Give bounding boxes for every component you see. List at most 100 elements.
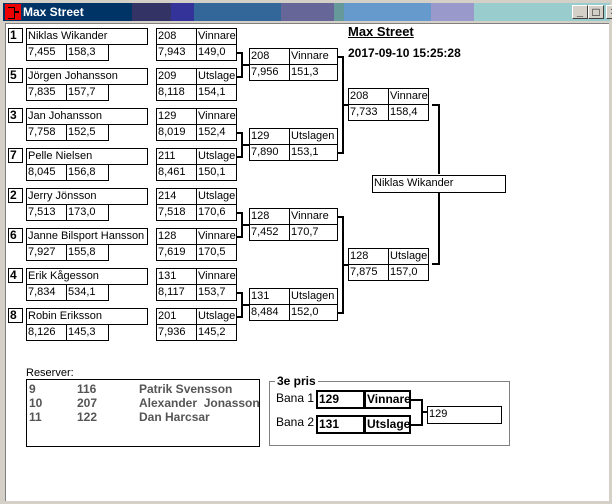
maximize-button[interactable]: □ <box>588 5 604 19</box>
seed-badge: 6 <box>8 228 23 243</box>
speed: 157,0 <box>388 264 429 281</box>
lane-1-number[interactable]: 129 <box>316 390 365 409</box>
elapsed-time: 7,943 <box>156 44 197 61</box>
speed: 158,4 <box>388 104 429 121</box>
reaction-time: 7,927 <box>26 244 67 261</box>
elapsed-time: 7,733 <box>348 104 389 121</box>
heat-result: Vinnare <box>196 228 237 245</box>
driver-name[interactable]: Erik Kågesson <box>26 268 148 285</box>
elapsed-time: 7,452 <box>249 224 290 241</box>
connector-line <box>438 192 440 264</box>
seed-badge: 4 <box>8 268 23 283</box>
lane-2-number[interactable]: 131 <box>316 415 365 434</box>
car-number[interactable]: 131 <box>156 268 197 285</box>
seed-badge: 8 <box>8 308 23 323</box>
car-number[interactable]: 129 <box>156 108 197 125</box>
seed-badge: 3 <box>8 108 23 123</box>
elapsed-time: 7,619 <box>156 244 197 261</box>
speed: 152,4 <box>196 124 237 141</box>
car-number[interactable]: 209 <box>156 68 197 85</box>
connector-line <box>237 156 243 158</box>
speed: 154,1 <box>196 84 237 101</box>
speed: 149,0 <box>196 44 237 61</box>
car-number[interactable]: 129 <box>249 128 290 145</box>
car-number[interactable]: 131 <box>249 288 290 305</box>
elapsed-time: 8,118 <box>156 84 197 101</box>
reserve-pos: 10 <box>29 396 43 410</box>
elapsed-time: 8,461 <box>156 164 197 181</box>
connector-line <box>411 424 423 426</box>
seed-badge: 1 <box>8 28 23 43</box>
reserve-number: 207 <box>77 396 98 410</box>
connector-line <box>237 292 243 294</box>
driver-name[interactable]: Robin Eriksson <box>26 308 148 325</box>
car-number[interactable]: 208 <box>156 28 197 45</box>
connector-line <box>237 76 243 78</box>
title-bar[interactable]: Max Street _ □ × <box>3 3 612 21</box>
connector-line <box>342 104 348 106</box>
elapsed-time: 8,484 <box>249 304 290 321</box>
car-number[interactable]: 208 <box>348 88 389 105</box>
car-number[interactable]: 128 <box>249 208 290 225</box>
car-number[interactable]: 208 <box>249 48 290 65</box>
driver-name[interactable]: Pelle Nielsen <box>26 148 148 165</box>
speed: 152,5 <box>66 124 109 141</box>
reaction-time: 8,126 <box>26 324 67 341</box>
driver-name[interactable]: Jerry Jönsson <box>26 188 148 205</box>
car-number[interactable]: 214 <box>156 188 197 205</box>
speed: 152,0 <box>289 304 338 321</box>
elapsed-time: 7,518 <box>156 204 197 221</box>
app-icon[interactable] <box>5 4 21 20</box>
close-button[interactable]: × <box>606 5 612 19</box>
driver-name[interactable]: Niklas Wikander <box>26 28 148 45</box>
driver-name[interactable]: Jörgen Johansson <box>26 68 148 85</box>
car-number[interactable]: 211 <box>156 148 197 165</box>
car-number[interactable]: 128 <box>156 228 197 245</box>
connector-line <box>338 152 344 154</box>
reserve-number: 122 <box>77 410 98 424</box>
speed: 170,5 <box>196 244 237 261</box>
heat-result: Utslagen <box>196 308 237 325</box>
speed: 170,7 <box>289 224 338 241</box>
seed-badge: 2 <box>8 188 23 203</box>
minimize-button[interactable]: _ <box>572 5 588 19</box>
connector-line <box>237 212 243 214</box>
heat-result: Vinnare <box>289 48 338 65</box>
lane-1-result: Vinnare <box>364 390 411 409</box>
minimize-icon: _ <box>576 6 584 18</box>
heat-result: Utslagen <box>289 288 338 305</box>
reserve-name: Patrik Svensson <box>139 382 233 396</box>
reaction-time: 7,513 <box>26 204 67 221</box>
speed: 534,1 <box>66 284 109 301</box>
speed: 173,0 <box>66 204 109 221</box>
speed: 145,3 <box>66 324 109 341</box>
driver-name[interactable]: Janne Bilsport Hansson <box>26 228 148 245</box>
elapsed-time: 7,875 <box>348 264 389 281</box>
elapsed-time: 8,117 <box>156 284 197 301</box>
elapsed-time: 7,956 <box>249 64 290 81</box>
speed: 155,8 <box>66 244 109 261</box>
heat-result: Vinnare <box>196 268 237 285</box>
champion-name: Niklas Wikander <box>372 175 506 193</box>
car-number[interactable]: 201 <box>156 308 197 325</box>
car-number[interactable]: 128 <box>348 248 389 265</box>
close-icon: × <box>611 6 612 18</box>
lane-2-result: Utslagen <box>364 415 411 434</box>
reserves-list[interactable]: 9 116 Patrik Svensson 10 207 Alexander J… <box>26 379 260 447</box>
event-title: Max Street <box>348 24 414 39</box>
speed: 170,6 <box>196 204 237 221</box>
event-datetime: 2017-09-10 15:25:28 <box>348 46 461 60</box>
reaction-time: 7,758 <box>26 124 67 141</box>
reaction-time: 7,455 <box>26 44 67 61</box>
reaction-time: 7,835 <box>26 84 67 101</box>
elapsed-time: 8,019 <box>156 124 197 141</box>
driver-name[interactable]: Jan Johansson <box>26 108 148 125</box>
elapsed-time: 7,890 <box>249 144 290 161</box>
speed: 153,1 <box>289 144 338 161</box>
connector-line <box>241 304 249 306</box>
third-place-title: 3e pris <box>275 374 318 388</box>
connector-line <box>411 399 423 401</box>
heat-result: Utslagen <box>196 68 237 85</box>
connector-line <box>237 132 243 134</box>
connector-line <box>421 411 428 413</box>
